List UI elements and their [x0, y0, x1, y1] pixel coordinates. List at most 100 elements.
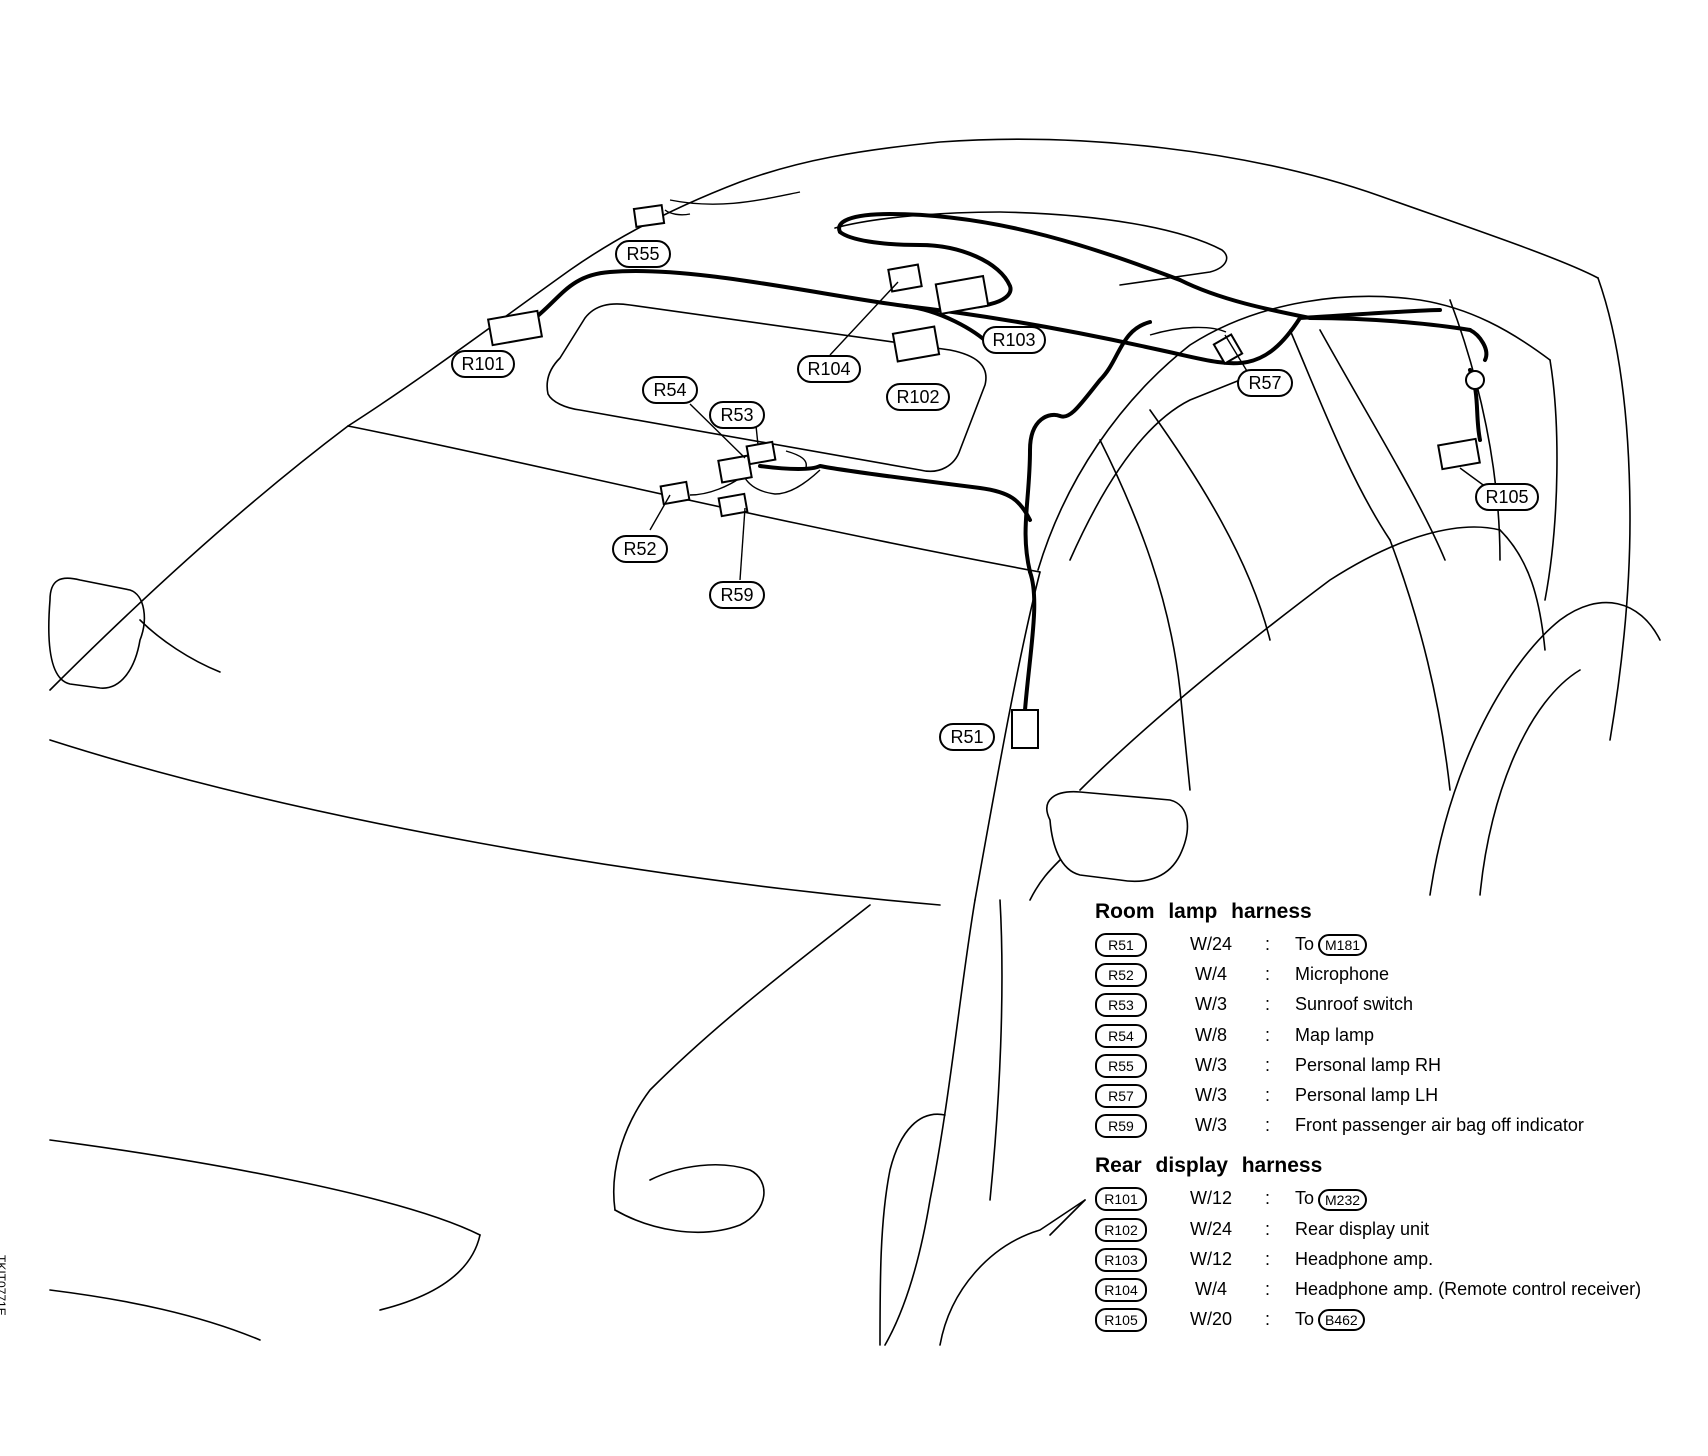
callout-bubble: [612, 535, 668, 563]
connector-description: Personal lamp RH: [1295, 1054, 1441, 1076]
connector-tag: R105: [1095, 1308, 1147, 1333]
connector-description: Headphone amp.: [1295, 1248, 1433, 1270]
harness-connectors: [486, 204, 1485, 749]
callout-label: R52: [623, 539, 656, 559]
callout-r54: R54: [642, 376, 698, 404]
connector-r105: [1437, 437, 1481, 471]
callout-r104: R104: [797, 355, 861, 383]
callout-label: R59: [720, 585, 753, 605]
description-text: To: [1295, 1309, 1315, 1330]
callout-label: R51: [950, 727, 983, 747]
description-text: Headphone amp.: [1295, 1248, 1434, 1269]
leader-lines: [649, 281, 1491, 581]
car-body-outline: [48, 138, 1661, 1346]
callout-bubble: [1475, 483, 1539, 511]
connector-description: Microphone: [1295, 963, 1389, 985]
callout-bubble: [886, 383, 950, 411]
connector-r54: [717, 454, 753, 484]
wire-spec: W/8: [1194, 1024, 1227, 1045]
rear-display-harness-title: Rear display harness: [1095, 1154, 1323, 1178]
connector-description: Rear display unit: [1295, 1218, 1429, 1240]
callout-r51: R51: [939, 723, 995, 751]
connector-r55: [632, 204, 666, 228]
connector-tag: R103: [1095, 1247, 1147, 1272]
separator-colon: :: [1265, 1115, 1271, 1136]
callout-bubble: [451, 350, 515, 378]
separator-colon: :: [1265, 1248, 1271, 1269]
description-text: To: [1295, 934, 1315, 954]
description-text: Rear display unit: [1295, 1218, 1430, 1239]
callout-bubble: [642, 376, 698, 404]
connector-description: Front passenger air bag off indicator: [1295, 1114, 1584, 1136]
callout-label: R102: [896, 387, 939, 407]
connector-tag: R53: [1095, 993, 1147, 1018]
connector-description: Sunroof switch: [1295, 993, 1413, 1015]
description-text: Map lamp: [1295, 1024, 1375, 1045]
separator-colon: :: [1265, 964, 1271, 985]
callout-label: R103: [992, 330, 1035, 350]
separator-colon: :: [1265, 1218, 1271, 1239]
callout-bubble: [709, 581, 765, 609]
connector-tag: R54: [1095, 1023, 1147, 1048]
connector-tag: R101: [1095, 1187, 1147, 1212]
description-text: To: [1295, 1188, 1315, 1209]
connector-ref: M181: [1318, 934, 1368, 957]
connector-r103: [934, 274, 990, 316]
connector-tag: R52: [1095, 963, 1147, 988]
connector-description: Personal lamp LH: [1295, 1084, 1438, 1106]
separator-colon: :: [1265, 994, 1271, 1015]
callout-label: R57: [1248, 373, 1281, 393]
description-text: Personal lamp LH: [1295, 1084, 1439, 1105]
callout-bubble: [939, 723, 995, 751]
callout-label: R53: [720, 405, 753, 425]
wire-spec: W/4: [1194, 1278, 1227, 1299]
wire-spec: W/12: [1189, 1248, 1232, 1269]
connector-r101: [486, 309, 544, 347]
callout-label: R101: [461, 354, 504, 374]
separator-colon: :: [1265, 1084, 1271, 1105]
callout-r105: R105: [1475, 483, 1539, 511]
callout-label: R55: [626, 244, 659, 264]
connector-r57: [1212, 333, 1244, 365]
wire-spec: W/4: [1194, 964, 1227, 985]
callout-label: R104: [807, 359, 850, 379]
description-text: Sunroof switch: [1295, 994, 1414, 1015]
connector-r51: [1011, 709, 1039, 749]
callout-r53: R53: [709, 401, 765, 429]
connector-description: Headphone amp. (Remote control receiver): [1295, 1278, 1641, 1300]
separator-colon: :: [1265, 934, 1271, 954]
separator-colon: :: [1265, 1188, 1271, 1209]
wire-spec: W/3: [1194, 1084, 1227, 1105]
room-lamp-harness-title: Room lamp harness: [1095, 900, 1312, 923]
connector-ref: M232: [1318, 1188, 1368, 1211]
callout-bubble: [797, 355, 861, 383]
wire-spec: W/12: [1189, 1188, 1232, 1209]
image-code: TKIT0771E: [0, 1255, 8, 1316]
callout-r101: R101: [451, 350, 515, 378]
callout-label: R105: [1485, 487, 1528, 507]
connector-tag: R104: [1095, 1277, 1147, 1302]
callout-bubble: [615, 240, 671, 268]
callout-r102: R102: [886, 383, 950, 411]
connector-r52: [659, 480, 691, 506]
description-text: Headphone amp. (Remote control receiver): [1295, 1278, 1642, 1299]
connector-tag: R55: [1095, 1053, 1147, 1078]
connector-ref: B462: [1318, 1309, 1365, 1332]
wire-spec: W/24: [1189, 934, 1232, 954]
wire-spec: W/24: [1189, 1218, 1232, 1239]
